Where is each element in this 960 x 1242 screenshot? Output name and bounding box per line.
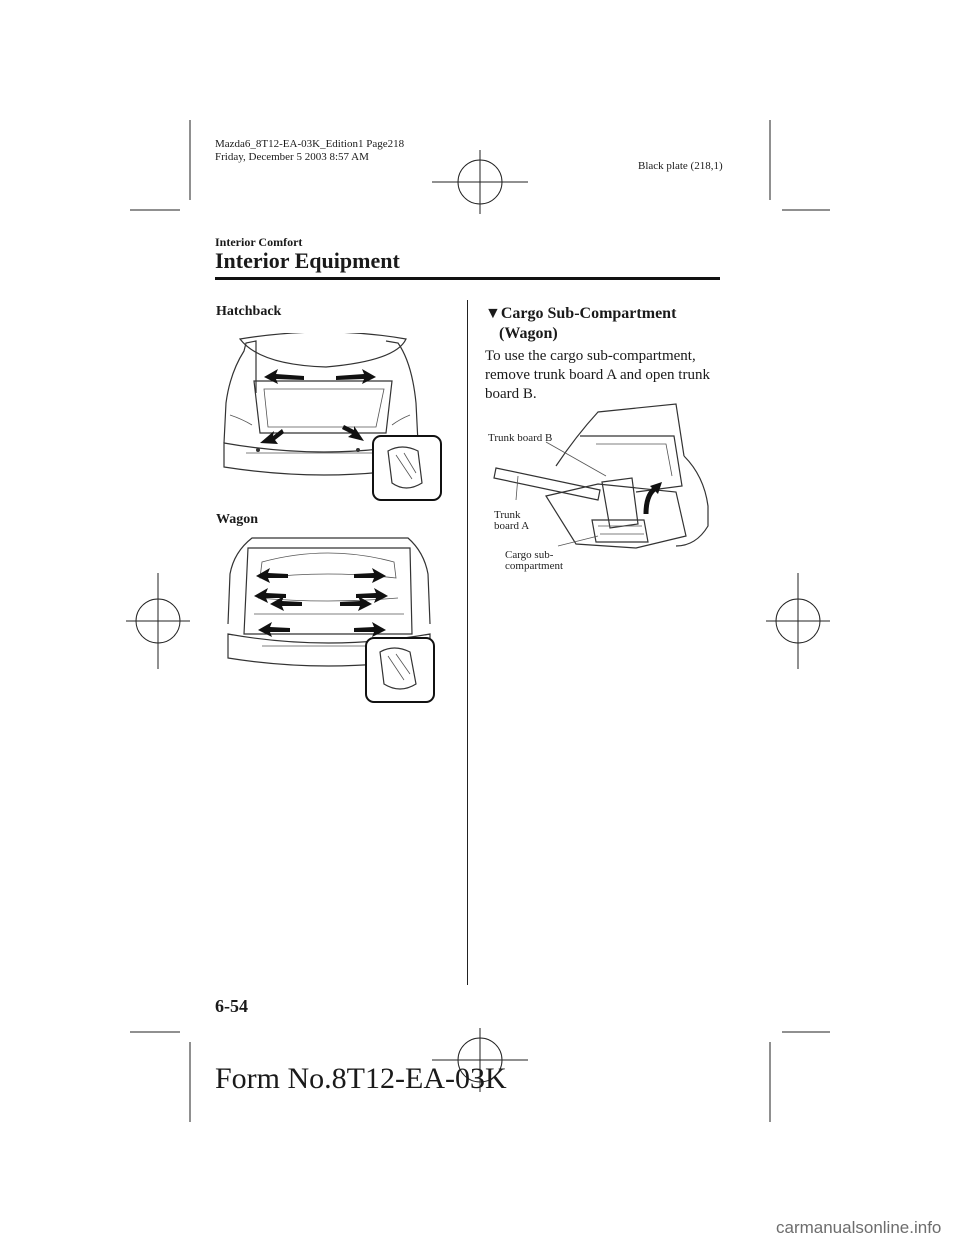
label-cargo-sub-line1: Cargo sub- <box>505 549 554 561</box>
wagon-illustration <box>227 537 435 703</box>
header-rule <box>215 277 720 280</box>
cargo-compartment-illustration <box>493 403 709 549</box>
body-line-1: To use the cargo sub-compartment, <box>485 348 696 364</box>
subsection-heading-line2: (Wagon) <box>499 325 558 342</box>
form-number: Form No.8T12-EA-03K <box>215 1062 507 1095</box>
watermark: carmanualsonline.info <box>776 1218 942 1237</box>
triangle-marker-icon: ▼ <box>485 305 501 322</box>
label-trunk-board-b: Trunk board B <box>488 432 553 444</box>
hatchback-caption: Hatchback <box>216 304 282 319</box>
label-cargo-sub-line2: compartment <box>505 560 564 572</box>
label-trunk-board-a-line1: Trunk <box>494 509 521 521</box>
page-title: Interior Equipment <box>215 248 400 273</box>
section-category: Interior Comfort <box>215 235 303 249</box>
print-meta-date: Friday, December 5 2003 8:57 AM <box>215 151 369 163</box>
hatchback-illustration <box>223 333 442 501</box>
column-divider <box>467 300 468 985</box>
page-number: 6-54 <box>215 996 248 1016</box>
print-meta-plate: Black plate (218,1) <box>638 160 723 172</box>
body-line-3: board B. <box>485 386 537 402</box>
subsection-heading: ▼Cargo Sub-Compartment <box>485 304 676 324</box>
print-meta-file: Mazda6_8T12-EA-03K_Edition1 Page218 <box>215 138 405 150</box>
wagon-caption: Wagon <box>216 512 259 527</box>
subsection-heading-line1: Cargo Sub-Compartment <box>500 305 677 322</box>
label-trunk-board-a-line2: board A <box>494 520 530 532</box>
body-line-2: remove trunk board A and open trunk <box>485 367 710 383</box>
